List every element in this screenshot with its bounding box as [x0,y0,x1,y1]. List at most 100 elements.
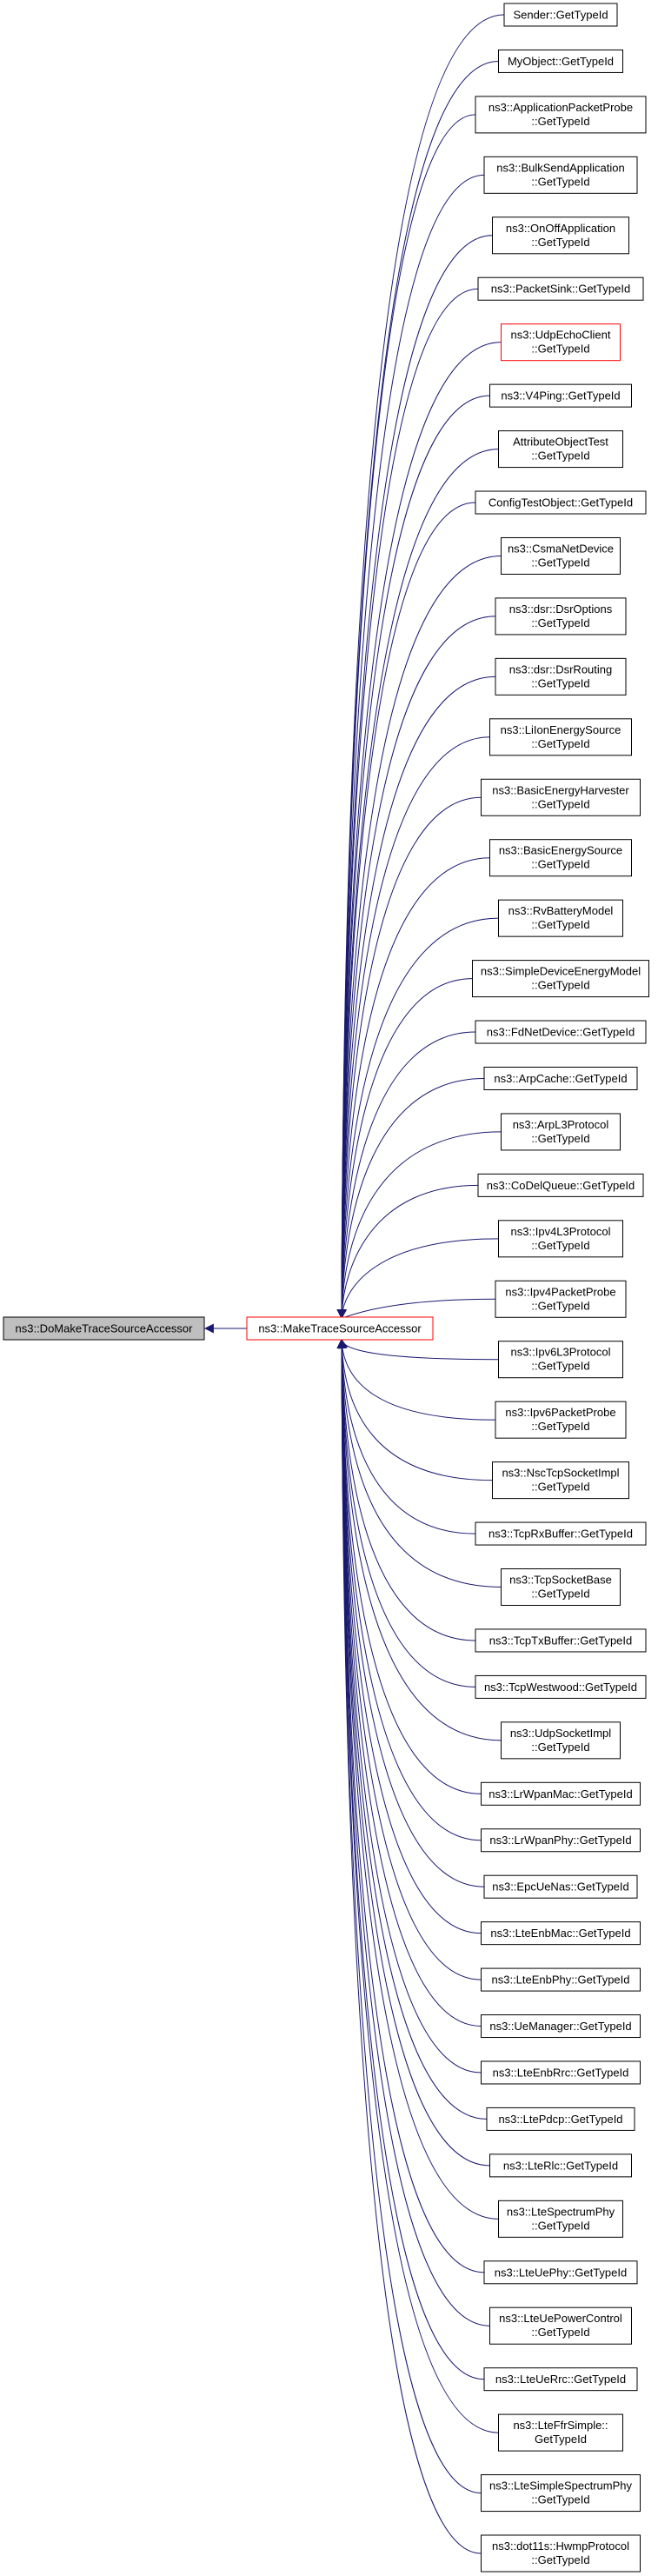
caller-node-label: ns3::FdNetDevice::GetTypeId [487,1026,635,1039]
caller-node-box [483,2260,638,2285]
caller-node[interactable]: ns3::FdNetDevice::GetTypeId [475,1020,647,1044]
caller-node-label: ns3::ArpCache::GetTypeId [494,1072,627,1085]
edge-caller-to-hub [336,1338,482,2554]
caller-node[interactable]: ns3::PacketSink::GetTypeId [477,276,644,301]
caller-node[interactable]: ns3::ArpL3Protocol::GetTypeId [501,1113,621,1151]
caller-node[interactable]: ns3::LteEnbRrc::GetTypeId [481,2060,641,2085]
caller-node-box [481,2060,641,2085]
caller-node[interactable]: ns3::Ipv6L3Protocol::GetTypeId [498,1341,623,1379]
caller-node-box [481,2014,641,2039]
caller-node-label: ::GetTypeId [531,1741,589,1754]
caller-node[interactable]: ns3::ArpCache::GetTypeId [483,1066,638,1090]
edge-caller-to-hub [336,1077,485,1320]
caller-node-label: ::GetTypeId [531,1239,589,1252]
caller-node[interactable]: ConfigTestObject::GetTypeId [475,490,647,515]
caller-node[interactable]: ns3::Ipv4L3Protocol::GetTypeId [498,1220,623,1258]
caller-node[interactable]: ns3::SimpleDeviceEnergyModel::GetTypeId [472,960,649,998]
caller-node-label: ::GetTypeId [531,797,589,810]
edge-caller-to-hub [336,555,502,1320]
caller-node[interactable]: ns3::BasicEnergySource::GetTypeId [489,839,632,877]
caller-node-label: ns3::LtePdcp::GetTypeId [498,2113,622,2126]
caller-node[interactable]: ns3::TcpWestwood::GetTypeId [475,1674,647,1699]
caller-node[interactable]: ns3::CoDelQueue::GetTypeId [477,1173,644,1197]
caller-node-label: ConfigTestObject::GetTypeId [489,496,633,509]
caller-node-box [475,1674,647,1699]
caller-node-box [483,2367,638,2392]
caller-node[interactable]: ns3::dsr::DsrOptions::GetTypeId [495,597,627,636]
edge-caller-to-hub [336,978,473,1320]
caller-node[interactable]: ns3::LteUePhy::GetTypeId [483,2260,638,2285]
caller-node[interactable]: ns3::TcpRxBuffer::GetTypeId [475,1521,647,1546]
caller-node[interactable]: ns3::LrWpanMac::GetTypeId [481,1781,641,1806]
caller-node[interactable]: ns3::LteSpectrumPhy::GetTypeId [498,2200,623,2238]
caller-node[interactable]: ns3::LteRlc::GetTypeId [489,2153,632,2178]
caller-node-box [503,3,618,27]
edge-caller-to-hub [338,1338,499,1361]
caller-node-box [498,1220,623,1258]
caller-node[interactable]: ns3::LteUePowerControl::GetTypeId [489,2306,632,2345]
caller-node[interactable]: ns3::RvBatteryModel::GetTypeId [498,899,623,937]
caller-node-label: ns3::TcpSocketBase [509,1574,612,1587]
caller-node[interactable]: ns3::Ipv4PacketProbe::GetTypeId [495,1280,627,1318]
caller-node[interactable]: ns3::UdpEchoClient::GetTypeId [501,323,621,362]
root-node[interactable]: ns3::DoMakeTraceSourceAccessor [3,1316,205,1341]
caller-node-label: ::GetTypeId [531,2493,589,2506]
caller-node-box [498,1341,623,1379]
edge-caller-to-hub [336,1338,482,2073]
caller-node-label: ::GetTypeId [531,737,589,750]
edge-caller-to-hub [336,1131,502,1320]
caller-node-box [475,1628,647,1653]
caller-node[interactable]: ns3::TcpTxBuffer::GetTypeId [475,1628,647,1653]
caller-node[interactable]: ns3::LteFfrSimple::GetTypeId [498,2413,623,2452]
caller-node-label: ns3::LteEnbMac::GetTypeId [490,1927,630,1940]
caller-node-box [501,536,621,575]
edge-caller-to-hub [336,1338,485,2380]
caller-node-box [495,657,627,696]
caller-node[interactable]: Sender::GetTypeId [503,3,618,27]
caller-node-label: ns3::Ipv4L3Protocol [511,1225,611,1238]
edge-caller-to-hub [336,1338,476,1641]
edge-caller-to-hub [336,1338,482,2027]
caller-node[interactable]: ns3::V4Ping::GetTypeId [489,383,632,408]
caller-node[interactable]: MyObject::GetTypeId [498,49,623,73]
caller-node[interactable]: ns3::EpcUeNas::GetTypeId [483,1874,638,1899]
caller-node-label: ::GetTypeId [531,1132,589,1145]
edge-caller-to-hub [336,1338,493,1481]
caller-node[interactable]: ns3::LteUeRrc::GetTypeId [483,2367,638,2392]
caller-node[interactable]: ns3::LteEnbPhy::GetTypeId [481,1967,641,1992]
caller-node[interactable]: ns3::CsmaNetDevice::GetTypeId [501,536,621,575]
caller-node[interactable]: ns3::OnOffApplication::GetTypeId [492,216,629,255]
hub-node[interactable]: ns3::MakeTraceSourceAccessor [246,1316,434,1341]
caller-node[interactable]: ns3::dsr::DsrRouting::GetTypeId [495,657,627,696]
caller-node-box [481,1828,641,1853]
caller-node-box [489,839,632,877]
caller-node[interactable]: ns3::Ipv6PacketProbe::GetTypeId [495,1401,627,1439]
caller-node[interactable]: ns3::LrWpanPhy::GetTypeId [481,1828,641,1853]
caller-node-box [481,2474,641,2513]
caller-node[interactable]: ns3::LteSimpleSpectrumPhy::GetTypeId [481,2474,641,2513]
caller-node-box [492,216,629,255]
edge-caller-to-hub [336,857,490,1320]
caller-node[interactable]: ns3::LteEnbMac::GetTypeId [481,1921,641,1946]
caller-node[interactable]: ns3::UeManager::GetTypeId [481,2014,641,2039]
caller-node-label: ns3::BasicEnergySource [499,844,622,857]
caller-node-box [477,1173,644,1197]
caller-node[interactable]: ns3::UdpSocketImpl::GetTypeId [501,1721,621,1760]
caller-node[interactable]: ns3::NscTcpSocketImpl::GetTypeId [492,1461,629,1500]
caller-node[interactable]: ns3::LiIonEnergySource::GetTypeId [489,718,632,756]
caller-node[interactable]: ns3::LtePdcp::GetTypeId [486,2107,635,2131]
caller-node[interactable]: ns3::BulkSendApplication::GetTypeId [483,156,638,194]
caller-node[interactable]: ns3::TcpSocketBase::GetTypeId [501,1568,621,1607]
edge-caller-to-hub [336,395,490,1320]
caller-node[interactable]: AttributeObjectTest::GetTypeId [498,430,623,469]
caller-node[interactable]: ns3::BasicEnergyHarvester::GetTypeId [481,778,641,816]
caller-node[interactable]: ns3::ApplicationPacketProbe::GetTypeId [475,96,647,134]
caller-node-label: ::GetTypeId [531,1420,589,1433]
caller-node-label: ns3::UeManager::GetTypeId [489,2020,631,2033]
edge-caller-to-hub [336,1338,482,1841]
caller-node-label: ::GetTypeId [531,2219,589,2232]
caller-node[interactable]: ns3::dot11s::HwmpProtocol::GetTypeId [481,2534,641,2573]
caller-node-label: ns3::LrWpanPhy::GetTypeId [489,1834,631,1847]
caller-node-box [501,323,621,362]
caller-node-label: ns3::RvBatteryModel [508,904,614,917]
